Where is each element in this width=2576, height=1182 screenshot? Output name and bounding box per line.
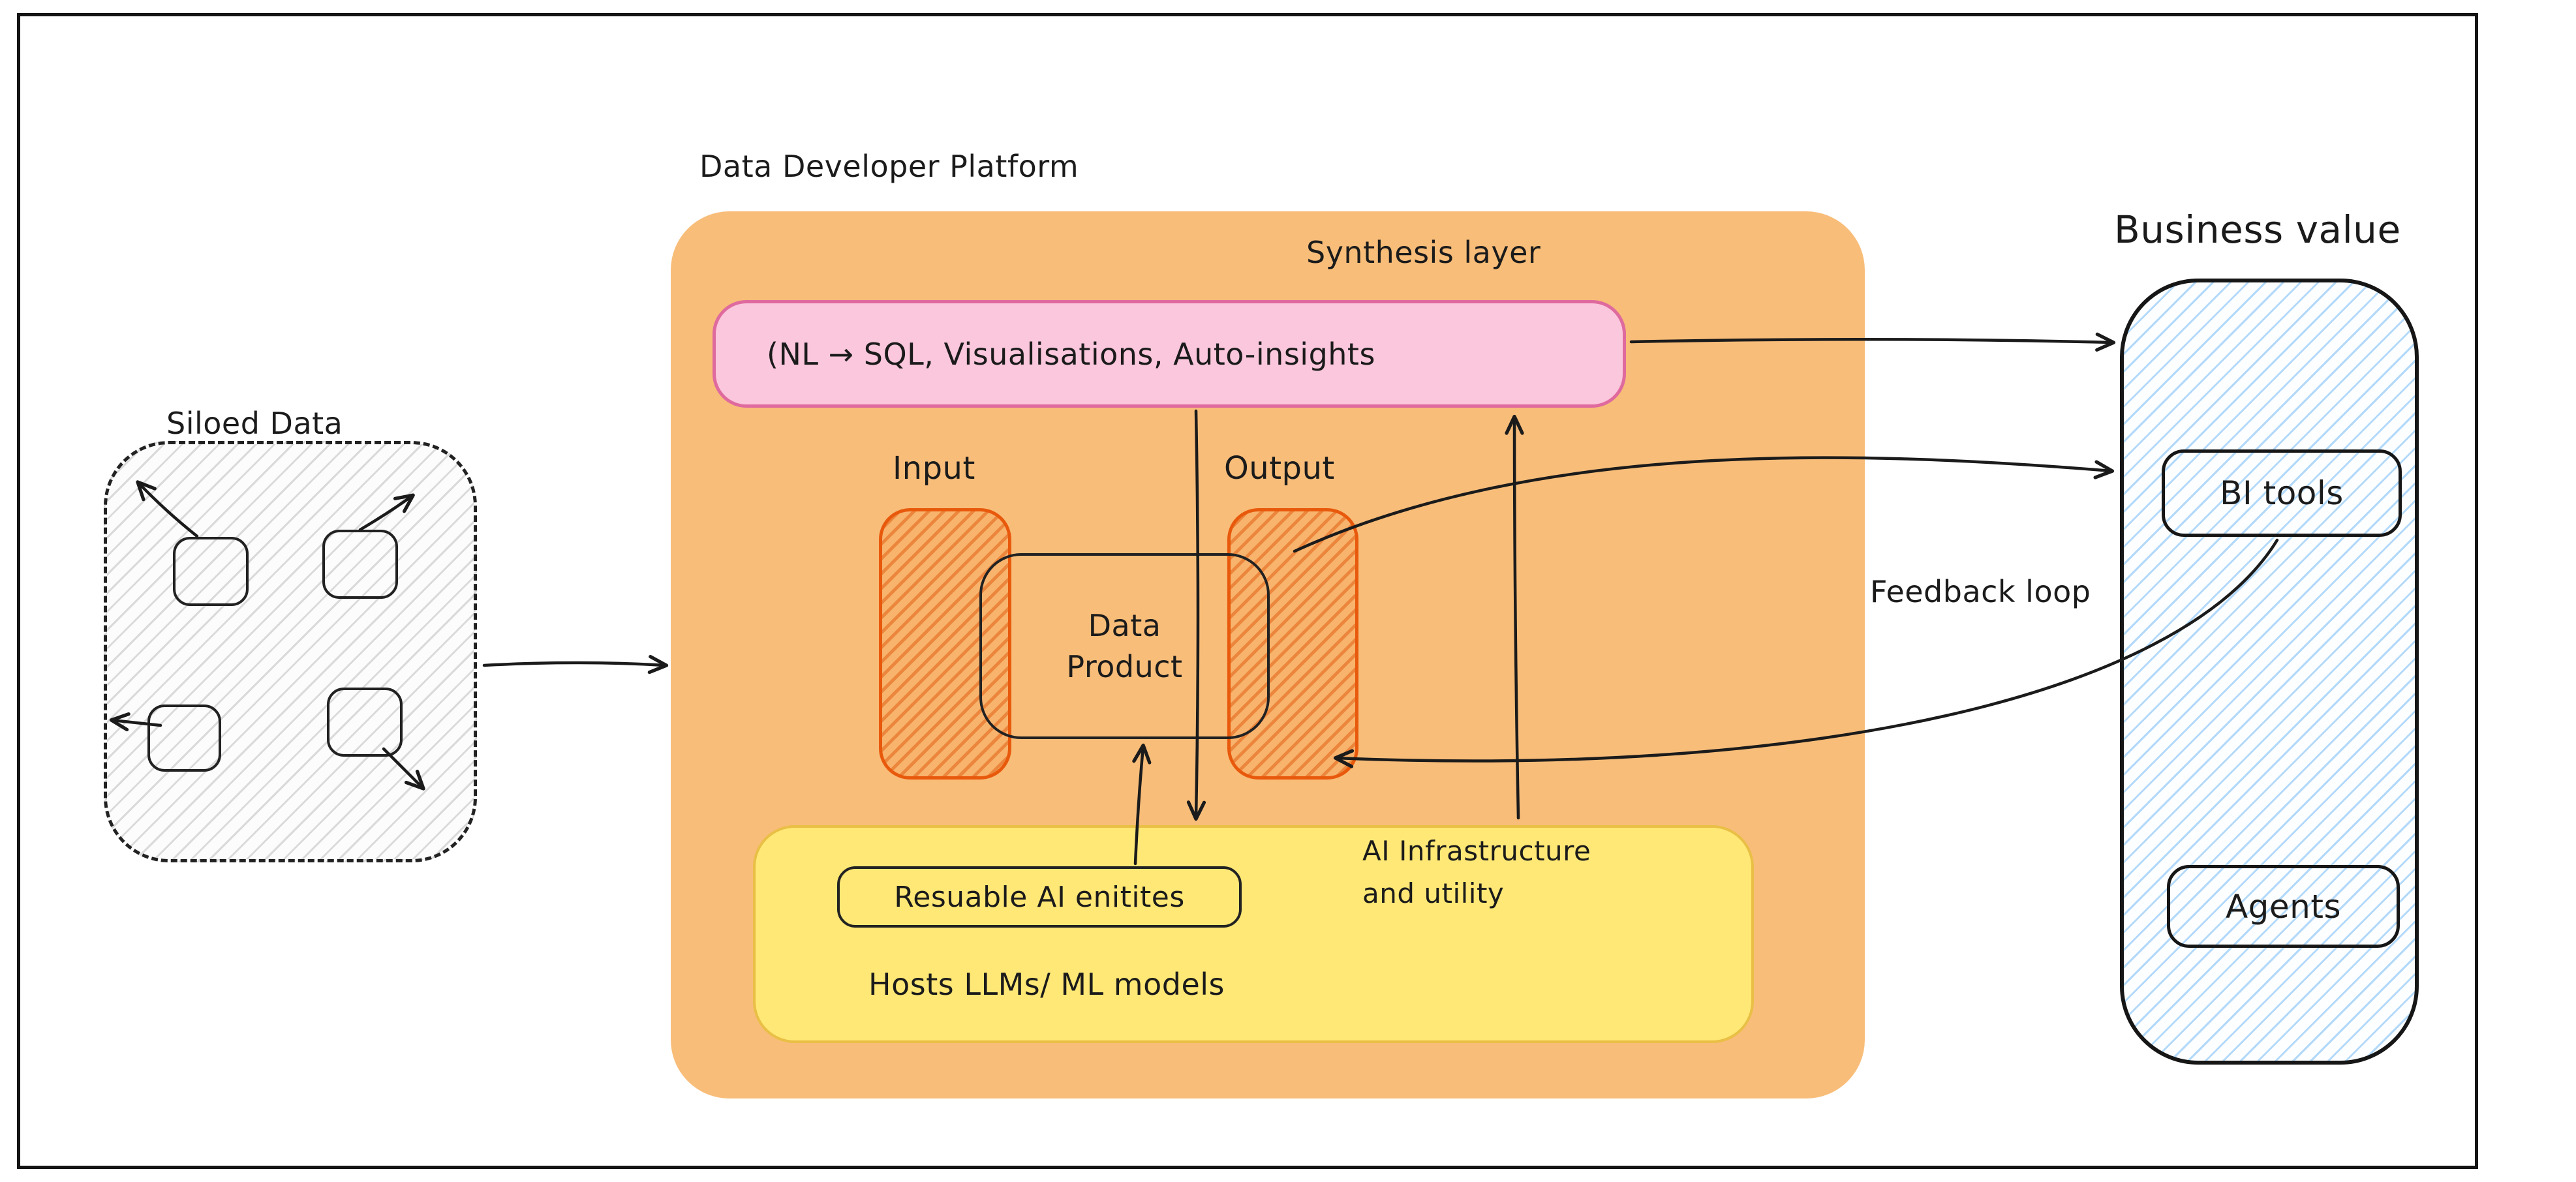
outer-frame <box>17 13 2478 1169</box>
output-label: Output <box>1224 450 1335 487</box>
bi-tools-label: BI tools <box>2220 474 2344 512</box>
business-value-title: Business value <box>2114 207 2401 252</box>
feedback-loop-label: Feedback loop <box>1870 574 2091 609</box>
data-product-line2: Product <box>1066 648 1183 684</box>
data-product-box: Data Product <box>979 553 1270 739</box>
silo-square-top-left <box>173 537 249 606</box>
synthesis-layer-label: Synthesis layer <box>1306 235 1541 270</box>
bi-tools-box: BI tools <box>2162 449 2402 537</box>
agents-label: Agents <box>2225 887 2342 926</box>
agents-box: Agents <box>2167 865 2400 948</box>
siloed-data-title: Siloed Data <box>166 406 343 441</box>
platform-title: Data Developer Platform <box>699 149 1079 184</box>
input-port-box <box>879 508 1011 780</box>
silo-square-top-right <box>322 530 398 599</box>
ai-infrastructure-line2: and utility <box>1362 877 1505 910</box>
synthesis-layer-box: (NL → SQL, Visualisations, Auto-insights <box>713 300 1626 408</box>
reusable-ai-entities-box: Resuable AI enitites <box>837 866 1242 928</box>
siloed-data-box <box>104 441 477 862</box>
data-product-line1: Data <box>1088 608 1161 644</box>
ai-infrastructure-label: AI Infrastructure and utility <box>1362 830 1591 915</box>
ai-hub-box <box>753 825 1754 1043</box>
input-label: Input <box>893 450 975 487</box>
silo-square-bottom-right <box>327 688 403 757</box>
ai-infrastructure-line1: AI Infrastructure <box>1362 835 1591 867</box>
silo-square-bottom-left <box>147 705 221 772</box>
reusable-ai-entities-text: Resuable AI enitites <box>894 880 1185 914</box>
hosts-llms-label: Hosts LLMs/ ML models <box>868 967 1225 1002</box>
synthesis-layer-text: (NL → SQL, Visualisations, Auto-insights <box>767 336 1375 372</box>
